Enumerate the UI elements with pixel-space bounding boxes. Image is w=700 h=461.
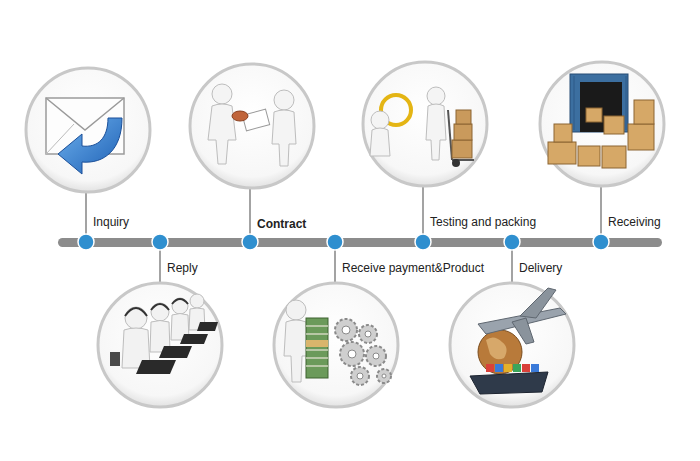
step-label: Delivery <box>519 261 562 275</box>
stems <box>86 186 601 283</box>
timeline-bar <box>58 238 662 247</box>
container-icon <box>548 74 654 168</box>
payment-gears-icon <box>284 300 391 385</box>
timeline-dots <box>78 234 609 250</box>
contract-figures <box>208 84 296 166</box>
step-label: Inquiry <box>93 215 129 229</box>
step-label: Reply <box>167 261 198 275</box>
testing-packing-figures <box>370 87 474 167</box>
step-label: Receive payment&Product <box>342 261 484 275</box>
step-label: Receiving <box>608 215 661 229</box>
step-label: Testing and packing <box>430 215 536 229</box>
step-label: Contract <box>257 217 306 231</box>
delivery-icon <box>470 288 566 394</box>
envelope-icon <box>46 98 124 174</box>
call-center-figures <box>110 294 218 374</box>
step-circles <box>26 62 664 407</box>
